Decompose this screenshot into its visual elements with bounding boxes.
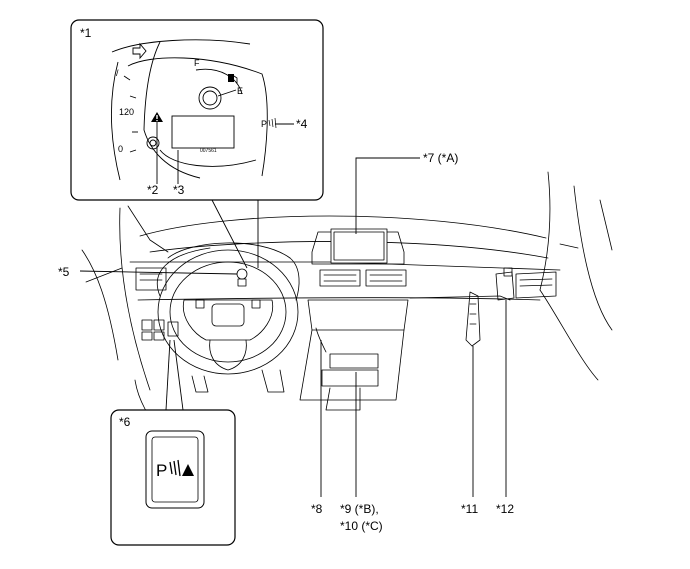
callout-6: *6 [119,415,131,429]
leader-lines [79,122,507,497]
turn-signal-arrow-icon [132,42,147,60]
dashboard-illustration [81,171,613,431]
callout-8: *8 [311,502,323,516]
gauge-label-120: 120 [119,107,134,117]
callout-10: *10 (*C) [340,519,383,533]
inset-combination-meter: 120 F E 007561 / 0 P [70,19,324,201]
gauge-fragment-bottom: 0 [118,144,123,154]
callout-labels: *1 *2 *3 *4 *5 *6 *7 (*A) *8 *9 (*B), *1… [58,26,514,533]
svg-text:P: P [261,119,267,129]
callout-4: *4 [296,117,308,131]
gauge-fragment-top: / [116,68,119,78]
inset-parking-switch: P [110,409,236,546]
gauge-part-code: 007561 [200,148,217,154]
gauge-label-fuel-empty: E [237,86,243,96]
callout-1: *1 [80,26,92,40]
parking-sonar-indicator-icon: P [261,117,277,129]
callout-11: *11 [461,502,478,516]
callout-9: *9 (*B), [340,502,379,516]
callout-7: *7 (*A) [423,151,458,165]
parking-sonar-icon: P [156,459,194,480]
fuel-pump-icon [228,74,238,84]
callout-5: *5 [58,265,70,279]
warning-triangle-icon [151,112,163,122]
callout-2: *2 [147,183,159,197]
svg-text:P: P [156,461,167,480]
callout-3: *3 [173,183,185,197]
callout-12: *12 [496,502,514,516]
gauge-label-fuel-full: F [194,58,200,68]
